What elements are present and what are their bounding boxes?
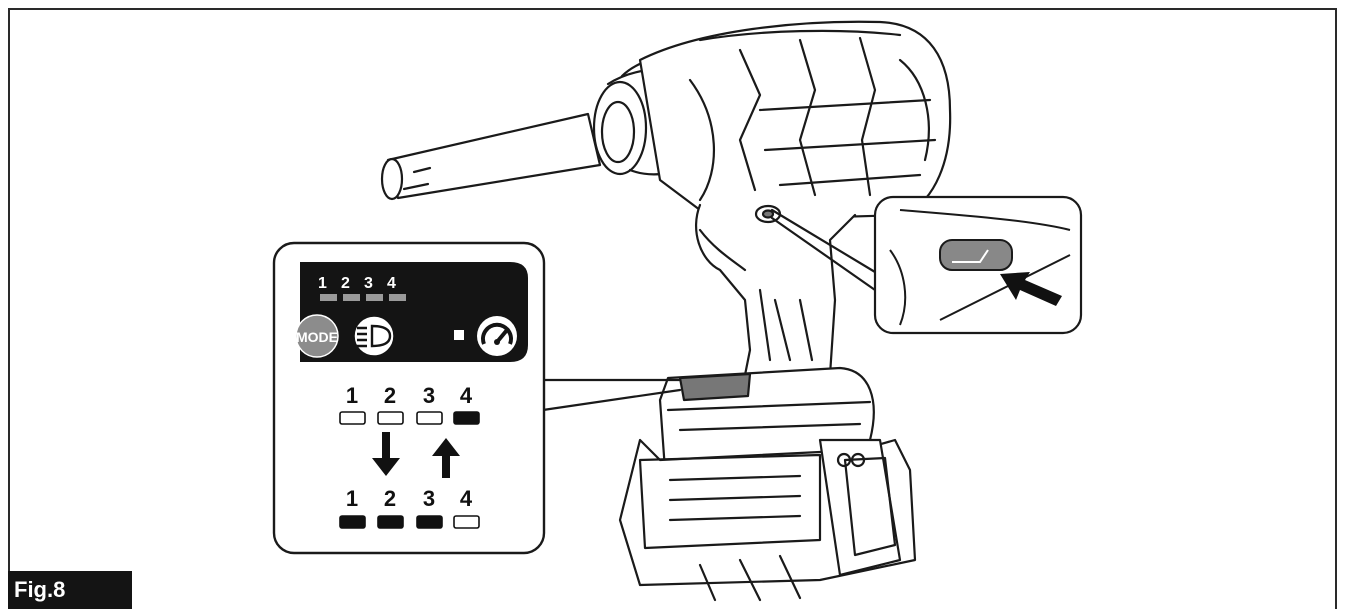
bottom-row-number-3: 3: [423, 486, 435, 511]
panel-indicator-2: [343, 294, 360, 301]
figure-frame: [8, 8, 1337, 609]
switch-leader-line: [770, 208, 877, 292]
panel-indicator-1: [320, 294, 337, 301]
panel-number-2: 2: [341, 275, 350, 292]
light-button[interactable]: [353, 315, 395, 357]
arrow-up-icon: [432, 438, 460, 478]
bottom-row-led-3: [416, 515, 443, 529]
bottom-row-number-4: 4: [460, 486, 473, 511]
top-row-led-1: [339, 411, 366, 425]
battery-base: [618, 366, 917, 602]
top-row-number-2: 2: [384, 383, 396, 408]
motor-housing: [638, 20, 952, 220]
figure-label: Fig.8: [8, 571, 132, 609]
bottom-row-led-4: [453, 515, 480, 529]
mode-button-label: MODE: [296, 329, 338, 345]
arrow-pointer-icon: [1000, 272, 1062, 306]
panel-number-4: 4: [387, 275, 396, 292]
bottom-row-number-1: 1: [346, 486, 358, 511]
bottom-row-led-1: [339, 515, 366, 529]
top-row-led-4: [453, 411, 480, 425]
indicator-square: [454, 330, 464, 340]
panel-leader-line: [541, 378, 682, 412]
mode-button[interactable]: MODE: [295, 314, 339, 358]
headlight-icon: [357, 324, 392, 348]
panel-number-1: 1: [318, 275, 327, 292]
hammer-case: [592, 52, 702, 176]
top-row-number-3: 3: [423, 383, 435, 408]
control-panel-inset: 1 2 3 4 MODE: [272, 241, 546, 555]
reverse-switch-inset: [873, 195, 1083, 335]
panel-indicator-4: [389, 294, 406, 301]
bottom-row-led-2: [377, 515, 404, 529]
top-row-number-4: 4: [460, 383, 473, 408]
panel-number-3: 3: [364, 275, 373, 292]
top-row-number-1: 1: [346, 383, 358, 408]
arrow-down-icon: [372, 432, 400, 476]
bottom-row-number-2: 2: [384, 486, 396, 511]
panel-indicator-3: [366, 294, 383, 301]
speedometer-icon: [481, 322, 513, 345]
handle: [695, 203, 857, 377]
speed-button[interactable]: [477, 316, 517, 356]
top-row-led-2: [377, 411, 404, 425]
top-row-led-3: [416, 411, 443, 425]
anvil-shaft: [380, 112, 602, 201]
